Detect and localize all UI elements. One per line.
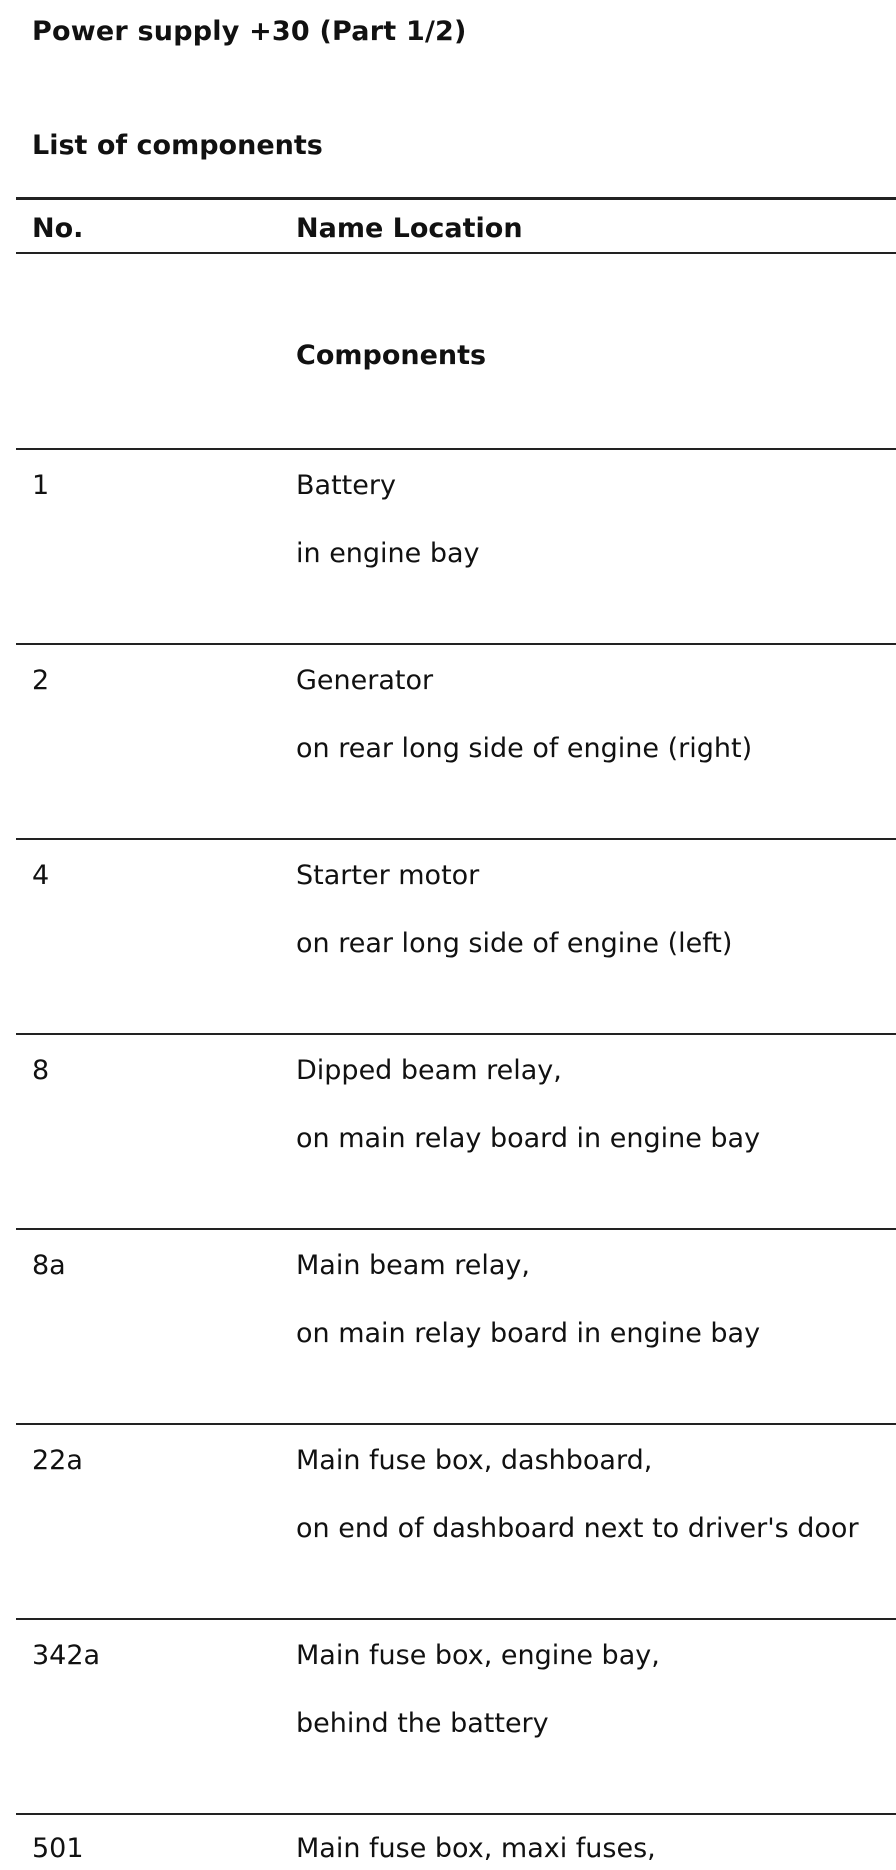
component-location: on rear long side of engine (left) xyxy=(296,928,733,959)
row-number: 4 xyxy=(32,860,50,891)
component-name: Generator xyxy=(296,665,434,696)
page-title: Power supply +30 (Part 1/2) xyxy=(32,16,467,47)
component-name: Main beam relay, xyxy=(296,1250,530,1281)
row-number: 501 xyxy=(32,1833,84,1864)
row-divider xyxy=(16,1813,896,1815)
row-divider xyxy=(16,448,896,450)
row-number: 2 xyxy=(32,665,50,696)
component-name: Main fuse box, dashboard, xyxy=(296,1445,653,1476)
component-name: Main fuse box, engine bay, xyxy=(296,1640,660,1671)
component-location: in engine bay xyxy=(296,538,480,569)
row-divider xyxy=(16,1618,896,1620)
row-number: 342a xyxy=(32,1640,101,1671)
header-no: No. xyxy=(32,213,84,244)
header-name-location: Name Location xyxy=(296,213,523,244)
row-divider xyxy=(16,838,896,840)
row-number: 1 xyxy=(32,470,50,501)
header-bottom-rule xyxy=(16,252,896,254)
table-top-rule xyxy=(16,197,896,200)
row-number: 8 xyxy=(32,1055,50,1086)
section-subtitle: List of components xyxy=(32,130,323,161)
component-name: Battery xyxy=(296,470,396,501)
component-name: Dipped beam relay, xyxy=(296,1055,562,1086)
row-number: 22a xyxy=(32,1445,83,1476)
component-location: on rear long side of engine (right) xyxy=(296,733,753,764)
section-heading-components: Components xyxy=(296,340,487,371)
component-location: on main relay board in engine bay xyxy=(296,1318,761,1349)
row-divider xyxy=(16,1228,896,1230)
row-divider xyxy=(16,1033,896,1035)
component-location: on main relay board in engine bay xyxy=(296,1123,761,1154)
component-location: on end of dashboard next to driver's doo… xyxy=(296,1513,859,1544)
row-divider xyxy=(16,1423,896,1425)
component-name: Main fuse box, maxi fuses, xyxy=(296,1833,656,1864)
component-name: Starter motor xyxy=(296,860,480,891)
component-location: behind the battery xyxy=(296,1708,549,1739)
row-number: 8a xyxy=(32,1250,66,1281)
row-divider xyxy=(16,643,896,645)
